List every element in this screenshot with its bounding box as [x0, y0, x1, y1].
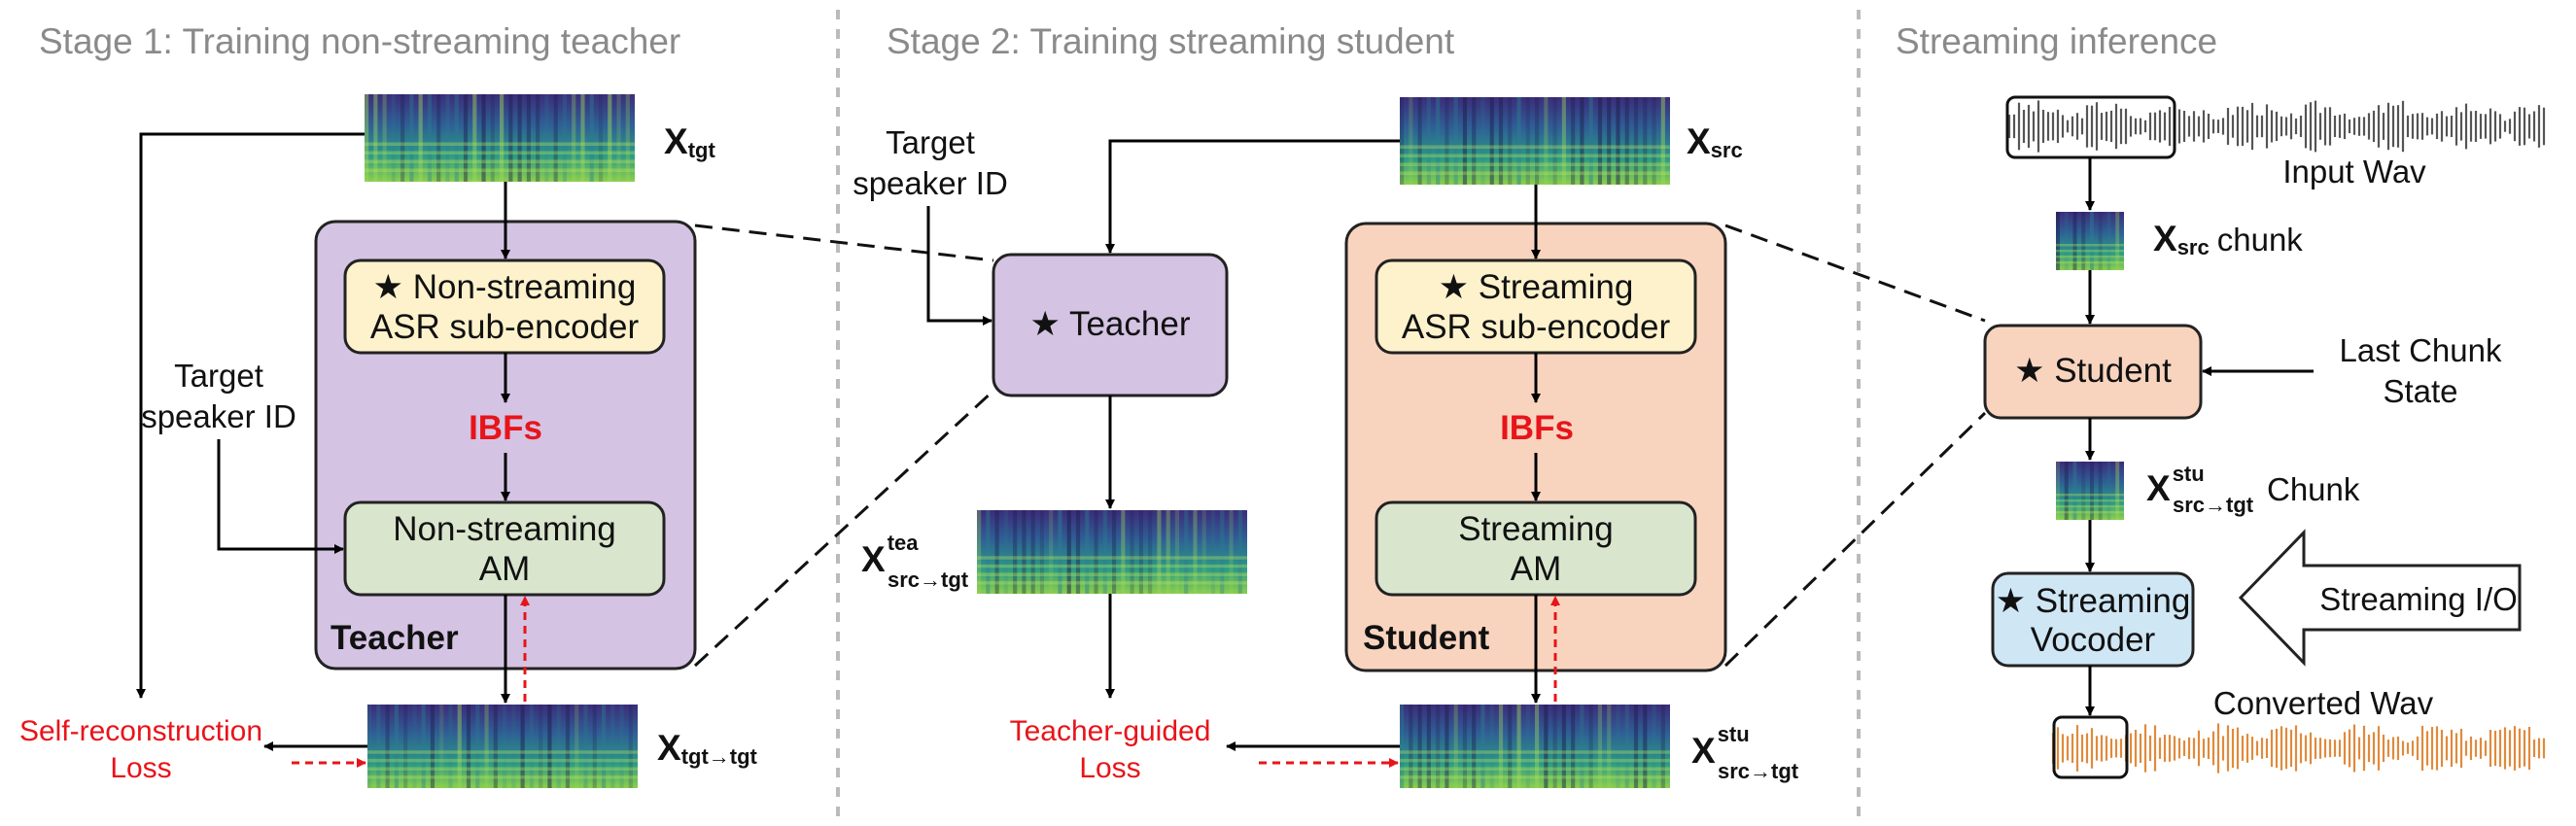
teacher-guided-loss-line1: Teacher-guided [1010, 715, 1211, 747]
nonstreaming-encoder-line2: ASR sub-encoder [370, 308, 640, 346]
spectrogram-x-src [1400, 97, 1670, 185]
zoom-line-student-top [1724, 224, 1986, 323]
streaming-am-line1: Streaming [1458, 510, 1614, 548]
converted-waveform [2051, 723, 2546, 774]
zoom-line-student-bottom [1723, 411, 1987, 668]
student-tag: Student [1363, 619, 1490, 657]
streaming-encoder-line1: ★ Streaming [1439, 268, 1634, 306]
student-box-s3 [1983, 324, 2203, 420]
nonstreaming-encoder-line1: ★ Non-streaming [373, 268, 637, 306]
converted-wav-label: Converted Wav [2213, 685, 2434, 721]
target-speaker-line1-s1: Target [174, 358, 263, 394]
self-reconstruction-loss-line2: Loss [110, 752, 171, 784]
teacher-box-label: ★ Teacher [1030, 305, 1191, 343]
streaming-encoder-line2: ASR sub-encoder [1402, 308, 1671, 346]
spectrogram-x-src-chunk [2056, 212, 2124, 270]
spectrogram-x-tea [977, 510, 1247, 594]
spectrogram-x-stu [1400, 705, 1670, 788]
last-chunk-state-line1: Last Chunk [2340, 332, 2502, 368]
student-box-label: ★ Student [2014, 352, 2172, 390]
streaming-io-arrow-shape [2238, 529, 2522, 667]
last-chunk-state-line2: State [2383, 373, 2457, 409]
target-speaker-line2-s1: speaker ID [141, 398, 296, 434]
converted-wav-chunk-frame [2052, 715, 2129, 779]
arrow-speaker-to-teacher [926, 206, 992, 326]
target-speaker-line2-s2: speaker ID [853, 165, 1008, 201]
arrow-speaker-to-am [217, 439, 344, 554]
x-tgt-tgt-label: Xtgt→tgt [657, 728, 758, 769]
spectrogram-x-stu-chunk [2056, 462, 2124, 520]
zoom-line-teacher-bottom [693, 389, 995, 668]
input-wav-label: Input Wav [2282, 154, 2426, 189]
streaming-vocoder-line2: Vocoder [2031, 621, 2156, 659]
x-tgt-label: Xtgt [664, 121, 715, 162]
teacher-tag: Teacher [331, 619, 459, 657]
teacher-guided-loss-line2: Loss [1079, 752, 1140, 784]
arrow-xsrc-to-teacher [1105, 139, 1400, 254]
input-waveform [2007, 100, 2546, 153]
self-reconstruction-loss-line1: Self-reconstruction [19, 715, 262, 747]
streaming-vocoder-box [1991, 571, 2195, 668]
x-src-label: Xsrc [1687, 121, 1743, 162]
nonstreaming-am-line2: AM [479, 550, 531, 588]
stage3-title: Streaming inference [1896, 21, 2217, 61]
streaming-am-line2: AM [1511, 550, 1562, 588]
stage2-title: Stage 2: Training streaming student [887, 21, 1455, 61]
spectrogram-x-tgt-tgt [367, 705, 638, 788]
nonstreaming-am-line1: Non-streaming [393, 510, 616, 548]
ibfs-label-1: IBFs [469, 409, 542, 447]
streaming-io-label: Streaming I/O [2319, 581, 2518, 617]
ibfs-label-2: IBFs [1500, 409, 1574, 447]
stage1-title: Stage 1: Training non-streaming teacher [39, 21, 680, 61]
streaming-vocoder-line1: ★ Streaming [1996, 582, 2191, 620]
spectrogram-x-tgt [365, 94, 635, 182]
target-speaker-line1-s2: Target [886, 124, 975, 160]
zoom-line-teacher-top [694, 224, 994, 262]
arrow-xtgt-to-loss [136, 132, 365, 699]
